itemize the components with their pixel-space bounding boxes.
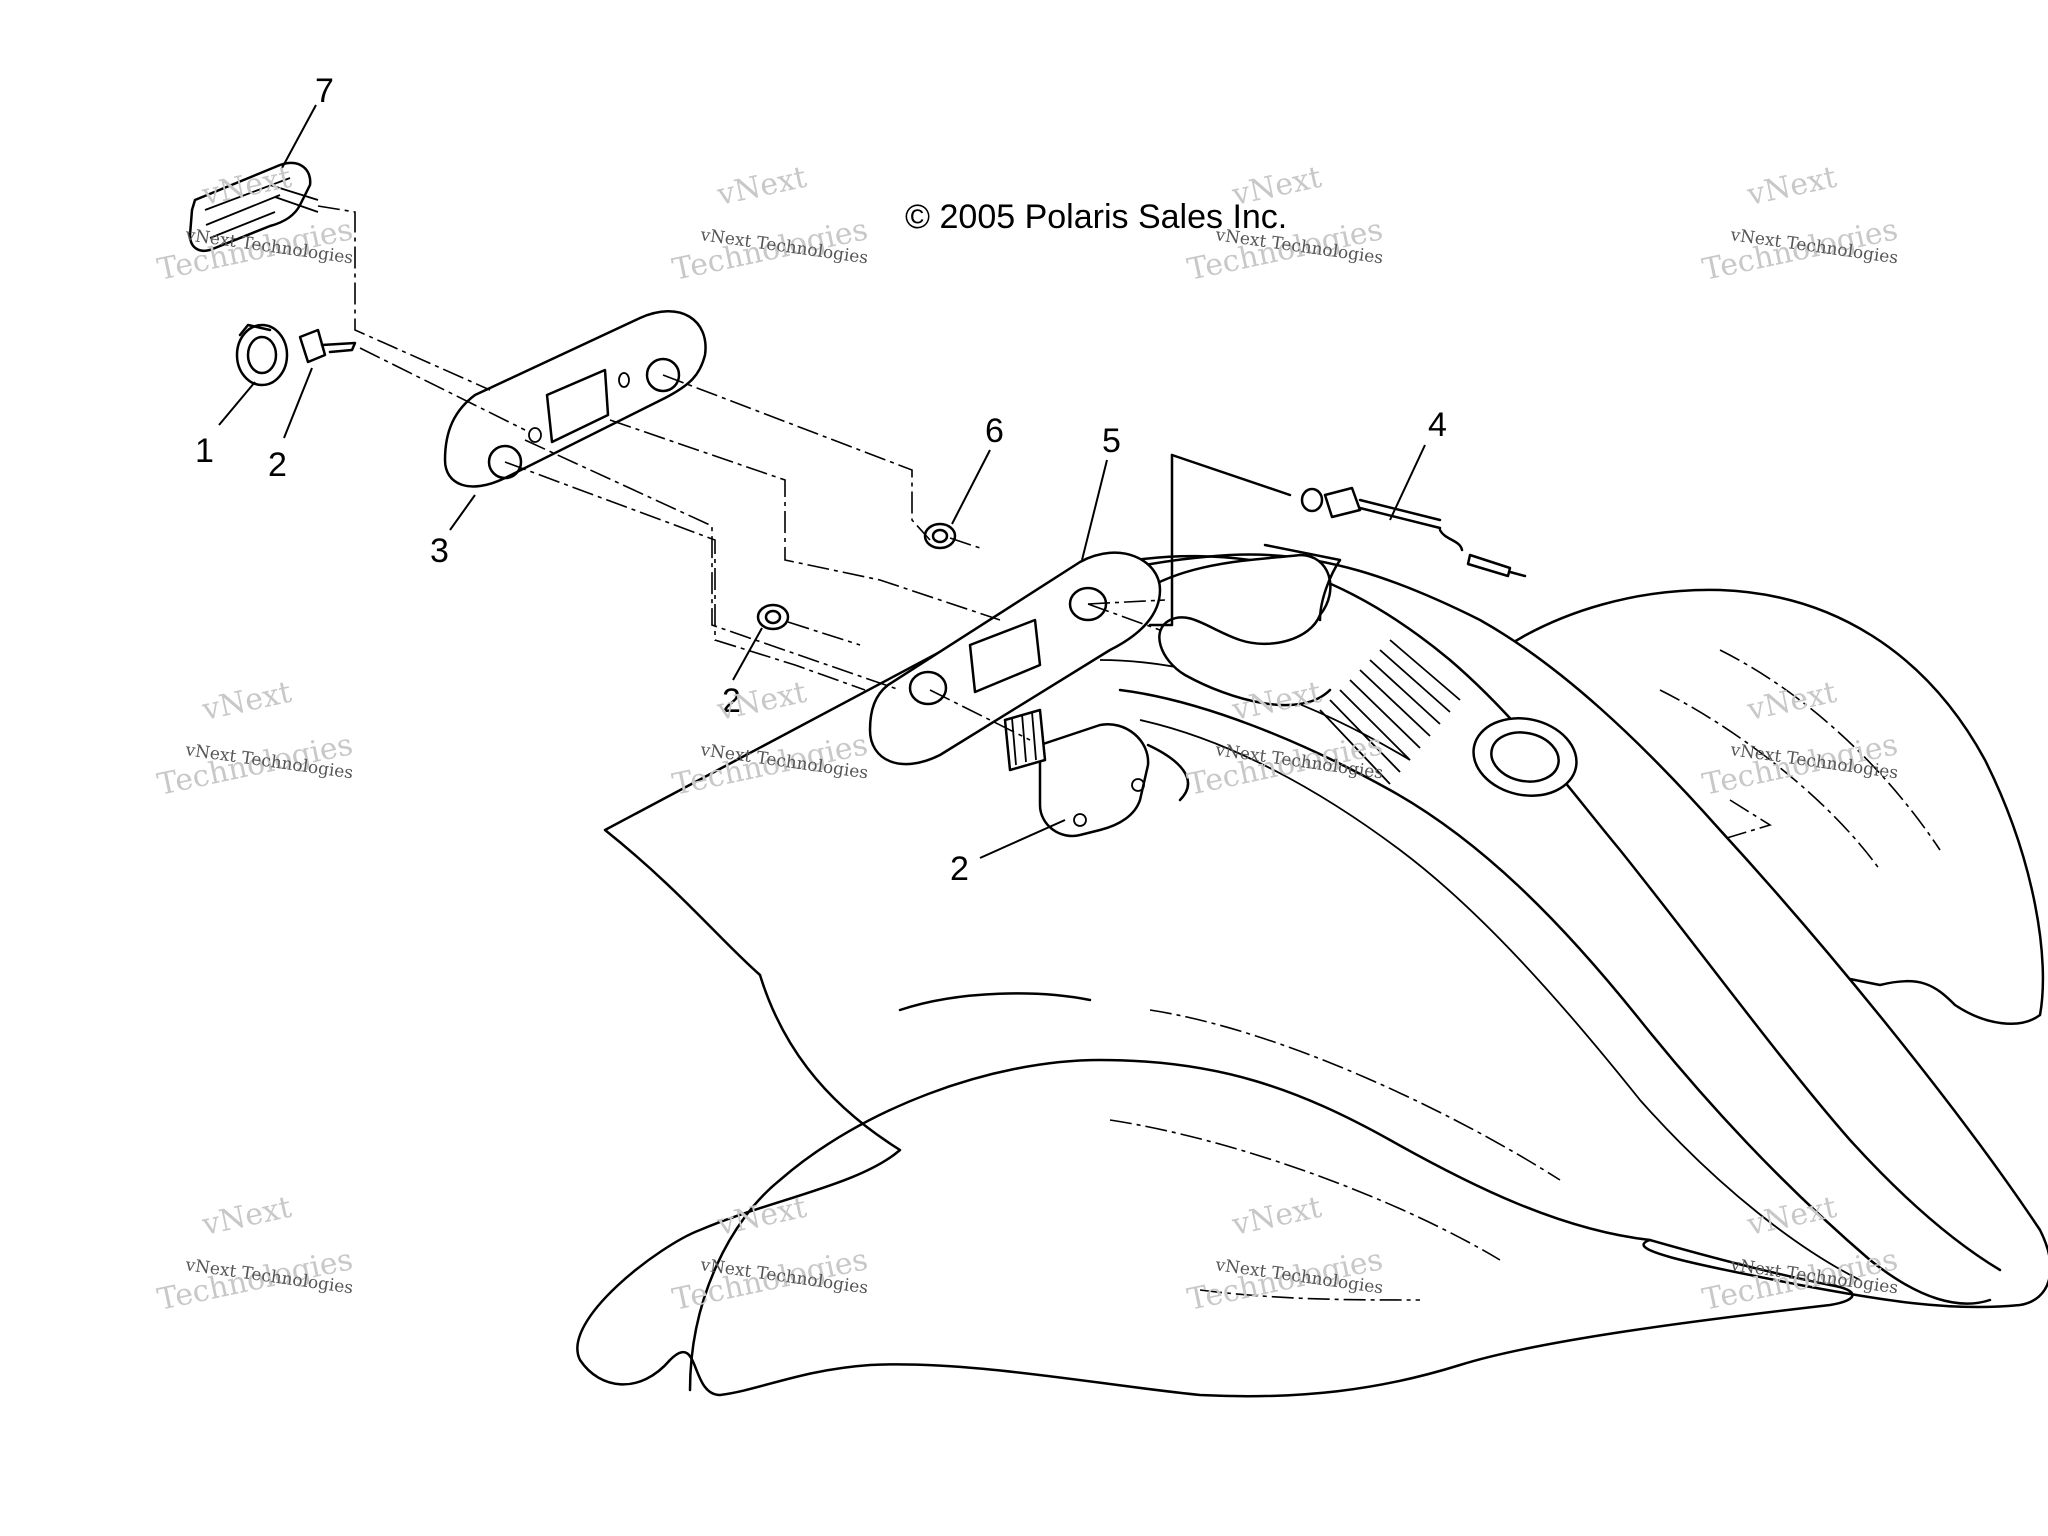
part-2-key [298,328,357,364]
callout-leaders [218,104,1426,859]
callout-2-washer: 2 [722,682,741,720]
front-fender [576,543,2048,1398]
part-2-washer [756,603,790,631]
callout-2-switch: 2 [950,850,969,888]
part-4-cable [1300,486,1527,578]
callout-2-key: 2 [268,446,287,484]
part-5-mount-plate [868,551,1162,766]
watermark-text: vNext [198,1190,294,1243]
callout-4: 4 [1428,406,1447,444]
callout-3: 3 [430,532,449,570]
watermark-text: vNext [1743,160,1839,213]
watermark-text: vNext [713,160,809,213]
callout-5: 5 [1102,422,1121,460]
callout-1: 1 [195,432,214,470]
watermark-text: vNext [198,675,294,728]
copyright-notice: © 2005 Polaris Sales Inc. [905,198,1287,236]
callout-6: 6 [985,412,1004,450]
part-1-ignition-switch [235,323,289,387]
part-2-switch-assembly [1003,708,1190,838]
exploded-view-lines [317,205,1292,741]
part-7-switch [188,161,319,252]
callout-7: 7 [315,72,334,110]
part-6-washer [923,522,957,550]
part-3-panel-plate [443,310,707,488]
